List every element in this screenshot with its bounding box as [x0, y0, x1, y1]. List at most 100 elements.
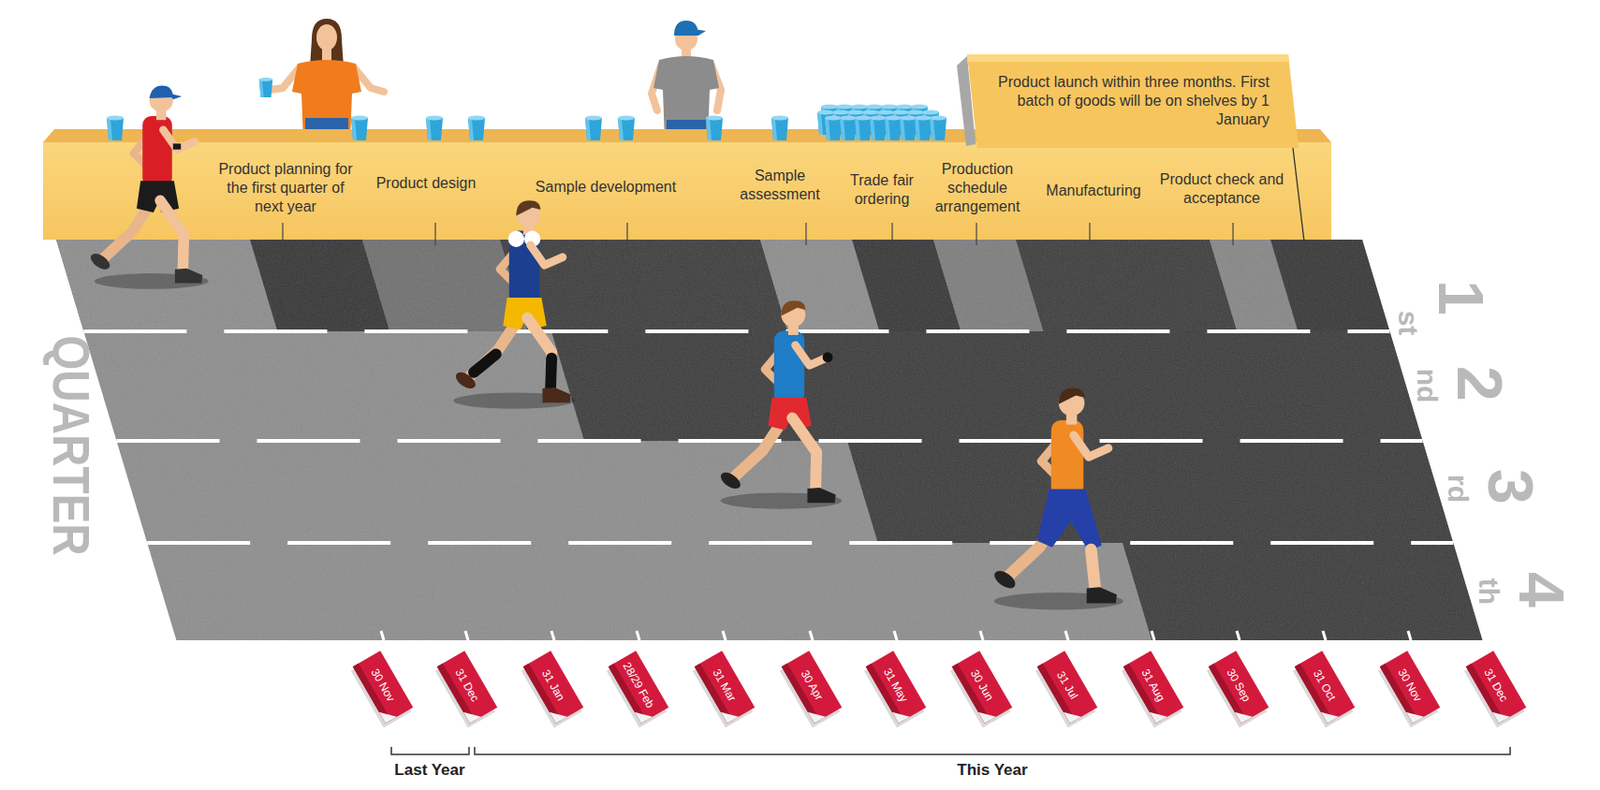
runner [807, 487, 836, 503]
flag-fold [379, 705, 397, 724]
man-volunteer [674, 20, 699, 36]
flag-shape [1291, 650, 1356, 728]
date-flag: 31 Jan [523, 644, 584, 731]
date-flag: 30 Nov [352, 644, 413, 731]
cups [771, 116, 789, 142]
flag-shape [519, 650, 585, 728]
road [83, 329, 1390, 334]
flag-tick [722, 631, 726, 641]
quarter-number: 1 [1429, 279, 1494, 316]
runner [991, 388, 1124, 611]
cups [585, 116, 602, 142]
date-flag: 31 Dec [1466, 644, 1527, 731]
runner [822, 352, 834, 363]
cups [106, 116, 124, 142]
cups [899, 116, 917, 142]
flag-fold [1149, 705, 1168, 724]
date-flag: 31 Aug [1123, 644, 1184, 731]
flag-tick [894, 631, 897, 641]
runner [142, 116, 173, 188]
flag-tick [1236, 631, 1240, 641]
stage-tick [434, 222, 436, 246]
runner [88, 85, 209, 289]
runner [529, 245, 563, 266]
flag-fold [1492, 705, 1511, 724]
woman-volunteer [322, 48, 332, 62]
runner [991, 567, 1019, 592]
flag-shape [690, 650, 756, 728]
runner [88, 250, 113, 274]
runner [718, 300, 842, 509]
runner [508, 231, 525, 248]
flag-shape [948, 650, 1013, 728]
runner [1086, 587, 1117, 603]
leader-line [1292, 147, 1305, 242]
cups [425, 116, 443, 142]
stage-label: Sample development [535, 177, 676, 197]
date-flag: 31 Mar [694, 644, 755, 731]
stage-tick [626, 222, 628, 246]
road [0, 234, 1600, 646]
flag-shape [777, 650, 843, 728]
cups [468, 116, 485, 142]
sign-shape [967, 54, 1299, 148]
stage-tick [281, 222, 283, 246]
woman-volunteer [259, 77, 273, 98]
flag-fold [1063, 705, 1082, 724]
flag-shape [952, 650, 1013, 724]
runner [160, 200, 184, 272]
flag-shape [1294, 650, 1355, 724]
flag-shape [1376, 650, 1441, 728]
stage-tick [1088, 222, 1090, 246]
stage-tick [1232, 222, 1234, 246]
runner [473, 353, 497, 372]
flag-shape [1037, 650, 1098, 724]
flag-shape [781, 650, 842, 724]
flag-shape [437, 650, 498, 724]
flag-shape [1033, 650, 1099, 728]
flag-shape [1119, 650, 1185, 728]
road [146, 541, 1454, 545]
stage-tick [891, 222, 893, 246]
stage-label: Trade fair ordering [842, 171, 923, 209]
stage-label: Sample assessment [734, 166, 825, 205]
quarter-number: 3 [1479, 469, 1543, 505]
ordinal-suffix: st [1394, 310, 1423, 337]
runner [175, 268, 203, 284]
flag-fold [1321, 705, 1339, 724]
flag-shape [866, 650, 926, 724]
flag-tick [465, 631, 469, 641]
flag-shape [349, 650, 414, 728]
stage-label: Product planning for the first quarter o… [213, 160, 359, 217]
flag-shape [1462, 650, 1527, 728]
runner [794, 345, 828, 367]
flag-tick [636, 631, 640, 641]
flag-tick [1322, 631, 1326, 641]
year-label: Last Year [394, 762, 465, 778]
runner [1051, 420, 1085, 499]
date-flag: 31 Dec [437, 644, 498, 731]
date-flag: 31 Oct [1294, 644, 1355, 731]
woman-volunteer [259, 18, 384, 141]
date-flag: 30 Sep [1208, 644, 1269, 731]
runner [527, 317, 552, 391]
flag-shape [862, 650, 927, 728]
flag-shape [1208, 650, 1269, 724]
date-flag: 30 Jun [952, 644, 1013, 731]
stage-label: Product check and acceptance [1154, 170, 1291, 208]
runner [792, 417, 817, 491]
flag-fold [463, 705, 482, 724]
stage-label: Production schedule arrangement [931, 160, 1024, 217]
flag-shape [352, 650, 413, 724]
flag-tick [551, 631, 555, 641]
stage-tick [975, 222, 977, 246]
date-flag: 31 Jul [1037, 644, 1098, 731]
sign-shape [967, 54, 1290, 62]
flag-fold [549, 705, 568, 724]
flag-tick [381, 631, 384, 641]
flag-fold [807, 705, 826, 724]
stage-label: Product design [376, 174, 477, 193]
cups [914, 116, 932, 142]
sign-board: Product launch within three months. Firs… [964, 50, 1302, 150]
